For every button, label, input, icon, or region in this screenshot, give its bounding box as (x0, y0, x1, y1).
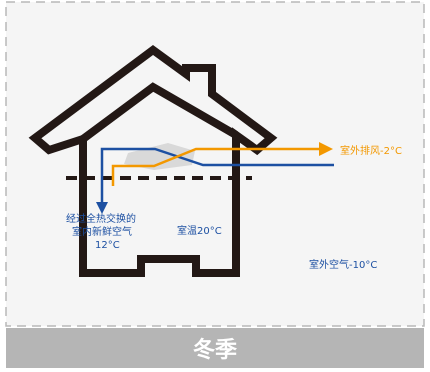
supply-label-line1: 经过全热交换的 (66, 212, 136, 225)
outdoor-temp-label: 室外空气-10°C (309, 258, 377, 271)
house-inner-roof (80, 82, 239, 143)
exhaust-arrowhead-icon (319, 142, 333, 156)
supply-label-line2: 室内新鲜空气 (72, 225, 132, 238)
house-outline (28, 45, 278, 277)
supply-temp-label: 12°C (95, 240, 120, 251)
exhaust-label: 室外排风-2°C (340, 144, 402, 157)
exhaust-air-path (111, 147, 322, 186)
supply-arrowhead-icon (96, 202, 108, 214)
season-footer (6, 328, 424, 368)
supply-air-path (100, 147, 334, 204)
season-label: 冬季 (193, 337, 237, 363)
indoor-temp-label: 室温20°C (177, 224, 222, 237)
